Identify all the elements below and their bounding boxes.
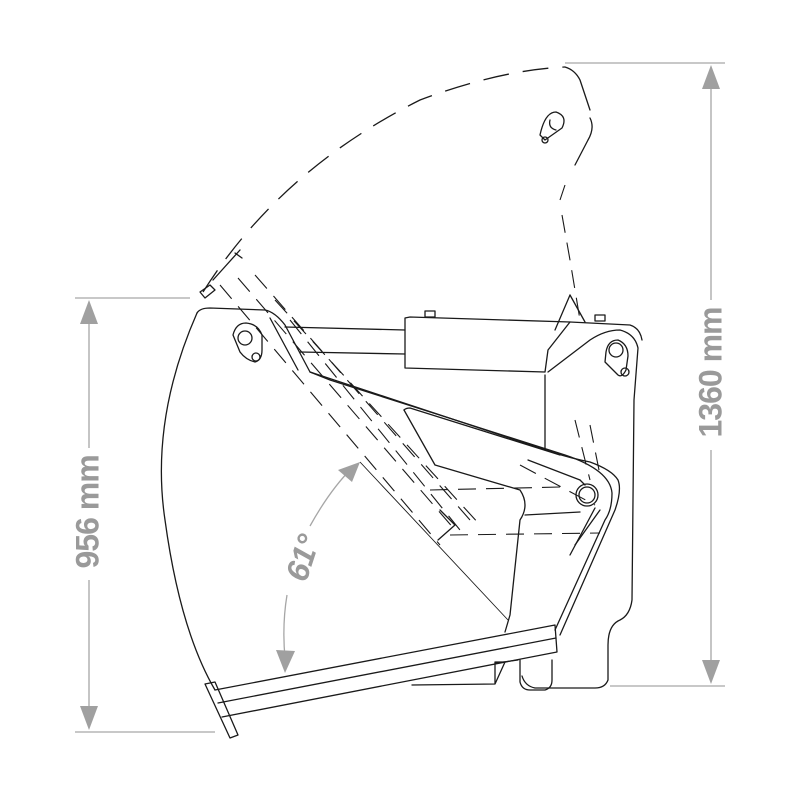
open-position-outline bbox=[199, 66, 593, 321]
arrow-icon bbox=[276, 650, 295, 673]
fork-tine bbox=[204, 624, 558, 739]
bucket-pivot bbox=[232, 317, 299, 371]
arrow-down-icon bbox=[80, 706, 98, 730]
mounting-frame bbox=[519, 329, 639, 691]
bucket-body bbox=[160, 307, 621, 691]
open-tine-hatching bbox=[219, 274, 481, 546]
arrow-down-icon bbox=[702, 660, 720, 684]
dimension-label-1360: 1360 mm bbox=[692, 307, 729, 438]
dimension-1360 bbox=[565, 62, 725, 687]
arrow-icon bbox=[338, 462, 360, 482]
hydraulic-cylinder bbox=[284, 294, 643, 373]
main-pivot bbox=[429, 419, 601, 556]
arrow-up-icon bbox=[702, 65, 720, 89]
arrow-up-icon bbox=[80, 300, 98, 324]
dimension-956 bbox=[75, 297, 215, 733]
angle-indicator bbox=[276, 461, 509, 673]
dimension-label-956: 956 mm bbox=[69, 455, 106, 569]
